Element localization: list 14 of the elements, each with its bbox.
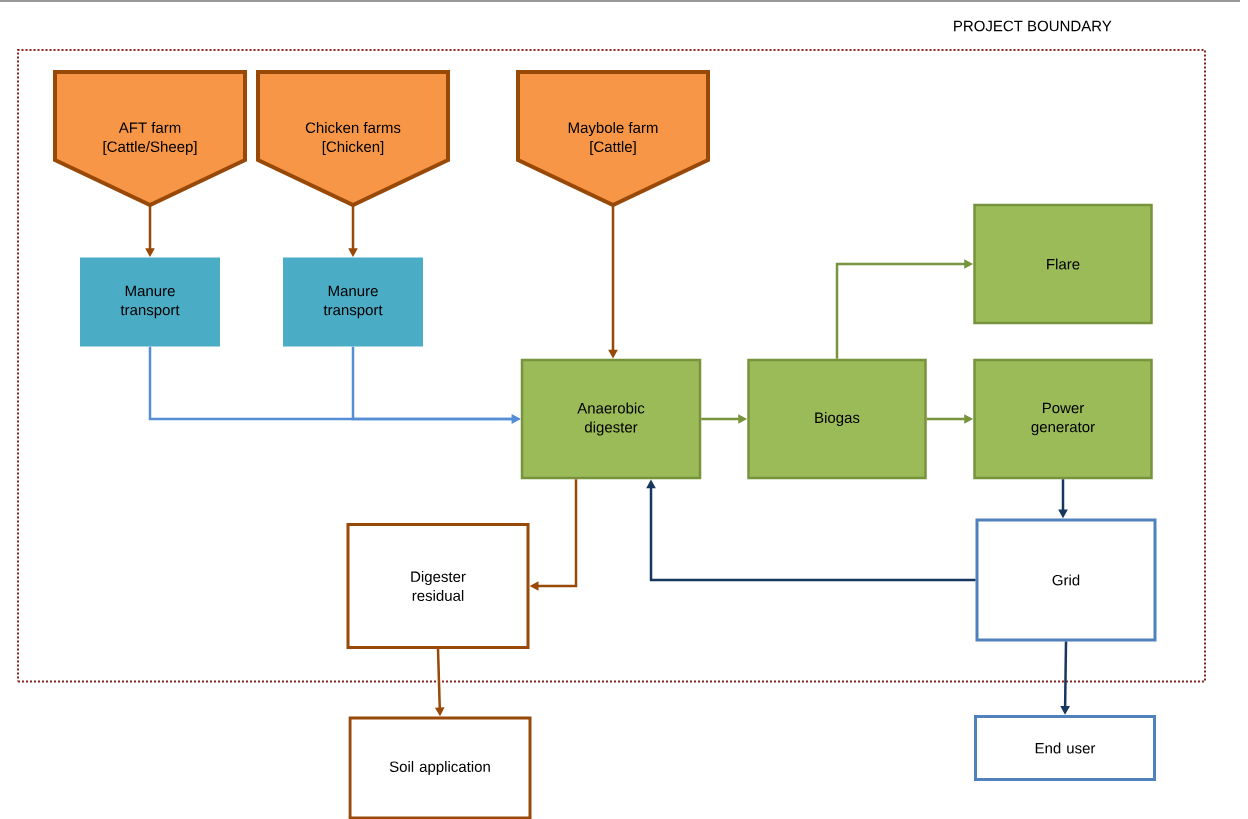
source-pentagon: Maybole farm [Cattle] (516, 70, 710, 208)
process-box: Anaerobic digester (520, 358, 702, 480)
process-box: Power generator (973, 358, 1153, 480)
source-pentagon: AFT farm [Cattle/Sheep] (53, 70, 247, 208)
process-box: Biogas (747, 358, 927, 480)
output-box: Soil application (348, 716, 532, 819)
process-box: Flare (973, 203, 1153, 325)
node-label: PROJECT BOUNDARY (954, 20, 1112, 32)
output-box: Grid (975, 518, 1157, 642)
output-box: Digester residual (346, 523, 530, 649)
process-box: Manure transport (283, 257, 423, 347)
source-pentagon: Chicken farms [Chicken] (256, 70, 450, 208)
output-box: End user (974, 715, 1156, 781)
process-box: Manure transport (80, 257, 220, 347)
